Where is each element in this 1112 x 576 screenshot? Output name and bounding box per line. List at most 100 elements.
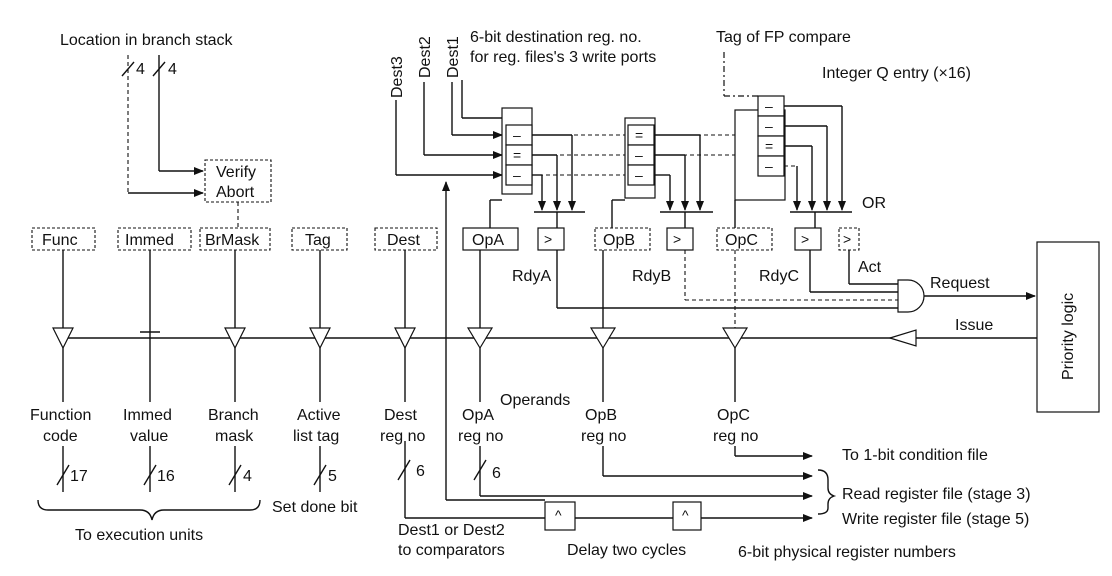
dest-driver bbox=[394, 327, 416, 350]
act-label: Act bbox=[858, 259, 882, 276]
width-17: 17 bbox=[70, 468, 88, 485]
width-6b: 6 bbox=[492, 465, 501, 482]
tag-field-label: Tag bbox=[305, 232, 331, 249]
to-cond-label: To 1-bit condition file bbox=[842, 447, 988, 464]
set-done-label: Set done bit bbox=[272, 499, 358, 516]
out-active-l2: list tag bbox=[293, 428, 339, 445]
out-func-l1: Function bbox=[30, 407, 91, 424]
svg-text:–: – bbox=[635, 147, 643, 163]
dest-field bbox=[374, 227, 438, 251]
svg-text:–: – bbox=[635, 167, 643, 183]
comparator-stack-c: – – = – bbox=[734, 95, 786, 201]
brmask-field-label: BrMask bbox=[205, 232, 260, 249]
delay-ff-2 bbox=[672, 501, 702, 531]
priority-logic-label: Priority logic bbox=[1060, 293, 1077, 380]
out-branch-l1: Branch bbox=[208, 407, 259, 424]
opc-field-label: OpC bbox=[725, 232, 758, 249]
comparator-stack-a: – = – bbox=[501, 107, 533, 195]
verify-abort-box bbox=[204, 159, 272, 203]
operands-label: Operands bbox=[500, 392, 570, 409]
svg-text:–: – bbox=[765, 98, 773, 114]
tag-driver bbox=[309, 327, 331, 350]
opc-driver bbox=[721, 327, 749, 350]
bus-width-4a: 4 bbox=[136, 61, 145, 78]
request-label: Request bbox=[930, 275, 990, 292]
out-opb-l1: OpB bbox=[585, 407, 617, 424]
svg-text:>: > bbox=[673, 231, 681, 247]
out-immed-l1: Immed bbox=[123, 407, 172, 424]
dest-regno-line2: for reg. files's 3 write ports bbox=[470, 49, 656, 66]
rdya-label: RdyA bbox=[512, 268, 551, 285]
out-func-l2: code bbox=[43, 428, 78, 445]
svg-text:>: > bbox=[801, 231, 809, 247]
func-driver bbox=[52, 327, 74, 350]
comparator-stack-b: = – – bbox=[624, 117, 656, 199]
opb-field bbox=[594, 227, 651, 251]
dest-regno-line1: 6-bit destination reg. no. bbox=[470, 29, 642, 46]
width-4: 4 bbox=[243, 468, 252, 485]
opc-field bbox=[716, 227, 773, 251]
out-opa-l1: OpA bbox=[462, 407, 494, 424]
svg-text:–: – bbox=[513, 167, 521, 183]
bus-width-4b: 4 bbox=[168, 61, 177, 78]
priority-logic-box bbox=[1036, 241, 1100, 413]
opa-field-label: OpA bbox=[472, 232, 504, 249]
func-field-label: Func bbox=[42, 232, 78, 249]
dest-field-label: Dest bbox=[387, 232, 420, 249]
verify-label: Verify bbox=[216, 164, 256, 181]
out-opc-l1: OpC bbox=[717, 407, 750, 424]
out-immed-l2: value bbox=[130, 428, 168, 445]
brmask-driver bbox=[224, 327, 246, 350]
svg-text:^: ^ bbox=[555, 507, 562, 523]
read-rf-label: Read register file (stage 3) bbox=[842, 486, 1031, 503]
abort-label: Abort bbox=[216, 184, 255, 201]
svg-text:^: ^ bbox=[682, 507, 689, 523]
delay-ff-1 bbox=[544, 501, 576, 531]
opa-driver bbox=[466, 327, 494, 350]
dest1-label: Dest1 bbox=[445, 36, 462, 78]
dest-comp-l2: to comparators bbox=[398, 542, 505, 559]
issue-label: Issue bbox=[955, 317, 993, 334]
rdyc-flag bbox=[794, 227, 822, 251]
rdyc-label: RdyC bbox=[759, 268, 799, 285]
intq-label: Integer Q entry (×16) bbox=[822, 65, 971, 82]
out-branch-l2: mask bbox=[215, 428, 254, 445]
dest2-label: Dest2 bbox=[417, 36, 434, 78]
svg-text:=: = bbox=[513, 147, 521, 163]
branch-stack-label: Location in branch stack bbox=[60, 32, 234, 49]
svg-text:–: – bbox=[765, 158, 773, 174]
rdyb-flag bbox=[666, 227, 694, 251]
immed-field-label: Immed bbox=[125, 232, 174, 249]
exec-brace bbox=[37, 499, 261, 521]
dest3-label: Dest3 bbox=[389, 56, 406, 98]
width-5: 5 bbox=[328, 468, 337, 485]
svg-text:–: – bbox=[513, 127, 521, 143]
svg-text:>: > bbox=[843, 231, 851, 247]
svg-text:>: > bbox=[544, 231, 552, 247]
opb-driver bbox=[589, 327, 617, 350]
read-brace bbox=[817, 469, 837, 515]
or-label: OR bbox=[862, 195, 886, 212]
phys-regs-label: 6-bit physical register numbers bbox=[738, 544, 956, 561]
out-opc-l2: reg no bbox=[713, 428, 758, 445]
delay-label: Delay two cycles bbox=[567, 542, 686, 559]
out-active-l1: Active bbox=[297, 407, 341, 424]
tag-field bbox=[291, 227, 348, 251]
to-exec-label: To execution units bbox=[75, 527, 203, 544]
opb-field-label: OpB bbox=[603, 232, 635, 249]
rdya-flag bbox=[537, 227, 565, 251]
svg-text:=: = bbox=[635, 127, 643, 143]
immed-field bbox=[117, 227, 192, 251]
out-opa-l2: reg no bbox=[458, 428, 503, 445]
rdyb-label: RdyB bbox=[632, 268, 671, 285]
out-dest-l1: Dest bbox=[384, 407, 417, 424]
width-16: 16 bbox=[157, 468, 175, 485]
svg-text:=: = bbox=[765, 138, 773, 154]
dest-comp-l1: Dest1 or Dest2 bbox=[398, 522, 505, 539]
tag-fp-label: Tag of FP compare bbox=[716, 29, 851, 46]
out-opb-l2: reg no bbox=[581, 428, 626, 445]
ready-and-gate bbox=[897, 279, 925, 313]
width-6a: 6 bbox=[416, 463, 425, 480]
out-dest-l2: reg no bbox=[380, 428, 425, 445]
